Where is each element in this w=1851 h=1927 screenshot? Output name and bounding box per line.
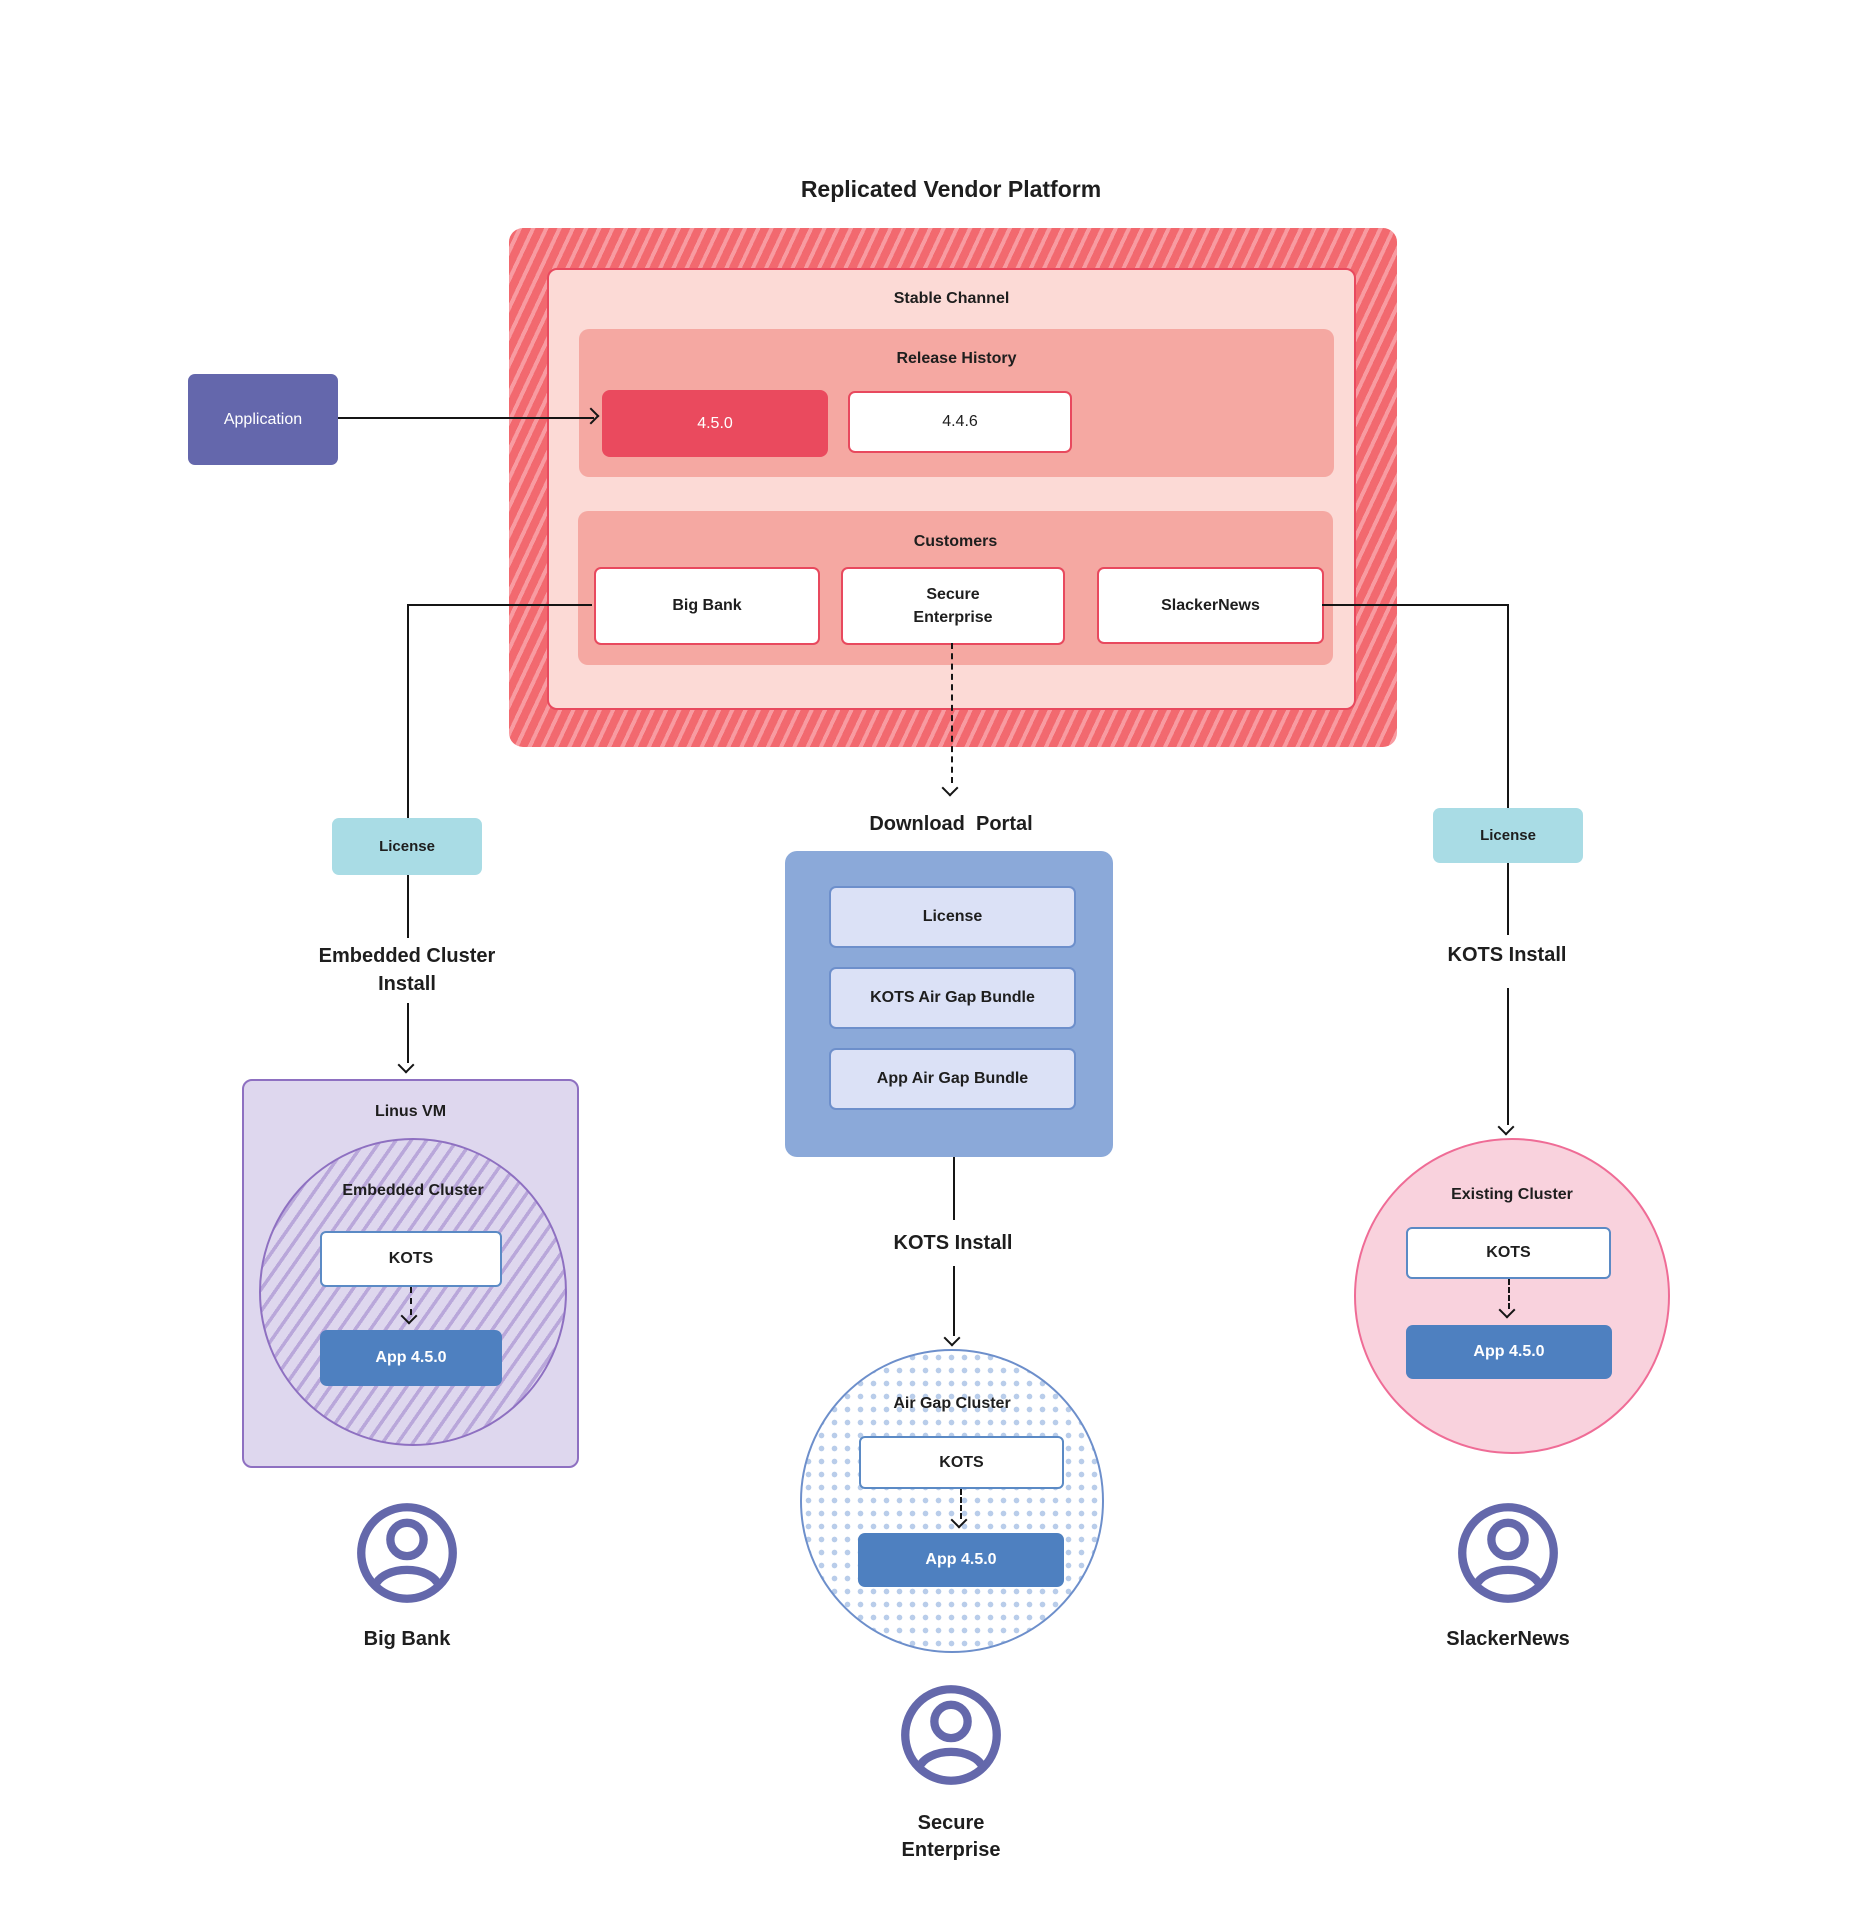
application-box: Application bbox=[188, 374, 338, 465]
middle-install-arrow-line bbox=[953, 1266, 955, 1336]
right-app-box: App 4.5.0 bbox=[1406, 1325, 1612, 1379]
slackernews-user-label: SlackerNews bbox=[1446, 1628, 1570, 1650]
left-kots-app-arrowhead bbox=[400, 1307, 418, 1325]
slackernews-user-icon bbox=[1458, 1503, 1558, 1603]
customer-slackernews: SlackerNews bbox=[1097, 567, 1324, 644]
stable-channel-box: Stable Channel Release History 4.5.0 4.4… bbox=[547, 268, 1356, 710]
right-kots-app-dotted-line bbox=[1508, 1279, 1510, 1309]
release-history-box: Release History 4.5.0 4.4.6 bbox=[579, 329, 1334, 477]
middle-install-line bbox=[953, 1157, 955, 1220]
portal-kots-bundle-item: KOTS Air Gap Bundle bbox=[829, 967, 1076, 1029]
right-kots-app-arrowhead bbox=[1498, 1301, 1516, 1319]
existing-cluster-label: Existing Cluster bbox=[1451, 1186, 1573, 1203]
secure-enterprise-user-label: Secure Enterprise bbox=[901, 1812, 1001, 1861]
right-install-arrow-line bbox=[1507, 988, 1509, 1125]
air-gap-cluster-label: Air Gap Cluster bbox=[893, 1395, 1011, 1412]
right-install-arrowhead bbox=[1497, 1118, 1515, 1136]
left-license-line bbox=[407, 875, 409, 938]
secure-enterprise-dotted-line bbox=[951, 643, 953, 783]
right-kots-box: KOTS bbox=[1406, 1227, 1611, 1279]
embedded-cluster-circle: Embedded Cluster KOTS App 4.5.0 bbox=[259, 1138, 567, 1446]
left-install-arrow-line bbox=[407, 1003, 409, 1063]
middle-kots-app-arrowhead bbox=[950, 1511, 968, 1529]
existing-cluster-circle: Existing Cluster KOTS App 4.5.0 bbox=[1354, 1138, 1670, 1454]
release-4-4-6: 4.4.6 bbox=[848, 391, 1072, 453]
left-install-arrowhead bbox=[397, 1056, 415, 1074]
embedded-cluster-label: Embedded Cluster bbox=[342, 1182, 484, 1199]
application-arrow-line bbox=[338, 417, 594, 419]
stable-channel-label: Stable Channel bbox=[893, 290, 1010, 307]
big-bank-connector-v bbox=[407, 604, 409, 818]
download-portal-box: License KOTS Air Gap Bundle App Air Gap … bbox=[785, 851, 1113, 1157]
release-4-5-0: 4.5.0 bbox=[602, 390, 828, 457]
customers-label: Customers bbox=[913, 533, 998, 550]
right-license-line bbox=[1507, 863, 1509, 935]
middle-kots-box: KOTS bbox=[859, 1436, 1064, 1489]
customers-box: Customers Big Bank Secure Enterprise Sla… bbox=[578, 511, 1333, 665]
secure-enterprise-dotted-arrowhead bbox=[941, 779, 959, 797]
left-install-label: Embedded Cluster Install bbox=[318, 945, 501, 995]
middle-install-arrowhead bbox=[943, 1329, 961, 1347]
linus-vm-label: Linus VM bbox=[374, 1103, 447, 1120]
middle-kots-app-dotted-line bbox=[960, 1489, 962, 1519]
big-bank-user-icon bbox=[357, 1503, 457, 1603]
customer-big-bank: Big Bank bbox=[594, 567, 820, 645]
left-license-box: License bbox=[332, 818, 482, 875]
middle-app-box: App 4.5.0 bbox=[858, 1533, 1064, 1587]
right-install-label: KOTS Install bbox=[1447, 944, 1567, 966]
air-gap-cluster-circle: Air Gap Cluster KOTS App 4.5.0 bbox=[800, 1349, 1104, 1653]
big-bank-connector-h bbox=[407, 604, 592, 606]
slackernews-connector-h bbox=[1322, 604, 1507, 606]
right-license-box: License bbox=[1433, 808, 1583, 863]
left-kots-box: KOTS bbox=[320, 1231, 502, 1287]
left-kots-app-dotted-line bbox=[410, 1287, 412, 1315]
portal-app-bundle-item: App Air Gap Bundle bbox=[829, 1048, 1076, 1110]
customer-secure-enterprise-label: Secure Enterprise bbox=[913, 585, 993, 626]
diagram-title: Replicated Vendor Platform bbox=[800, 176, 1102, 202]
release-history-label: Release History bbox=[896, 350, 1017, 367]
secure-enterprise-user-icon bbox=[901, 1685, 1001, 1785]
customer-secure-enterprise: Secure Enterprise bbox=[841, 567, 1065, 645]
portal-license-item: License bbox=[829, 886, 1076, 948]
slackernews-connector-v bbox=[1507, 604, 1509, 808]
linus-vm-box: Linus VM Embedded Cluster KOTS App 4.5.0 bbox=[242, 1079, 579, 1468]
big-bank-user-label: Big Bank bbox=[363, 1628, 451, 1650]
left-app-box: App 4.5.0 bbox=[320, 1330, 502, 1386]
download-portal-label: Download Portal bbox=[869, 813, 1033, 835]
middle-install-label: KOTS Install bbox=[893, 1232, 1013, 1254]
